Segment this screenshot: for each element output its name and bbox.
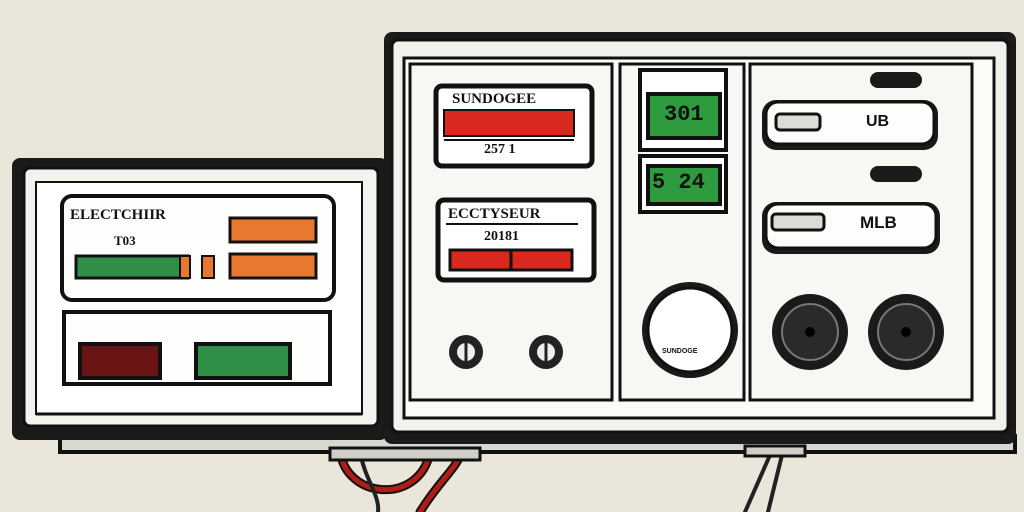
top-switch-label: UB — [866, 113, 890, 130]
knob-right[interactable] — [529, 335, 563, 369]
top-digital-display — [646, 92, 722, 140]
top-display-value: 301 — [664, 102, 704, 127]
main-dial[interactable] — [642, 282, 738, 378]
left-unit — [12, 158, 388, 440]
knob-left[interactable] — [449, 335, 483, 369]
top-meter-readout: 257 1 — [484, 142, 516, 157]
bottom-rocker-switch[interactable] — [762, 202, 940, 254]
top-meter-title: SUNDOGEE — [452, 91, 537, 107]
top-slot-indicator — [870, 72, 922, 88]
left-unit-code: T03 — [114, 233, 136, 248]
dial-label: SUNDOGE — [662, 348, 698, 355]
bottom-digital-display — [646, 164, 722, 206]
bottom-switch-label: MLB — [860, 213, 897, 232]
left-green-level-bar — [74, 254, 190, 280]
left-dark-red-lamp — [78, 342, 162, 380]
left-unit-title: ELECTCHIIR — [70, 207, 166, 223]
top-rocker-switch[interactable] — [762, 100, 938, 150]
bottom-display-value: 5 24 — [652, 170, 705, 195]
top-meter-red-bar — [443, 109, 575, 137]
wires — [335, 445, 784, 512]
right-unit — [384, 32, 1016, 444]
left-orange-indicator-1 — [228, 216, 318, 244]
left-orange-indicator-2 — [228, 252, 318, 280]
bottom-slot-indicator — [870, 166, 922, 182]
mid-meter-readout: 20181 — [484, 229, 519, 244]
left-green-lamp — [194, 342, 292, 380]
speaker-left — [772, 294, 848, 370]
speaker-right — [868, 294, 944, 370]
mid-meter-title: ECCTYSEUR — [448, 206, 541, 222]
